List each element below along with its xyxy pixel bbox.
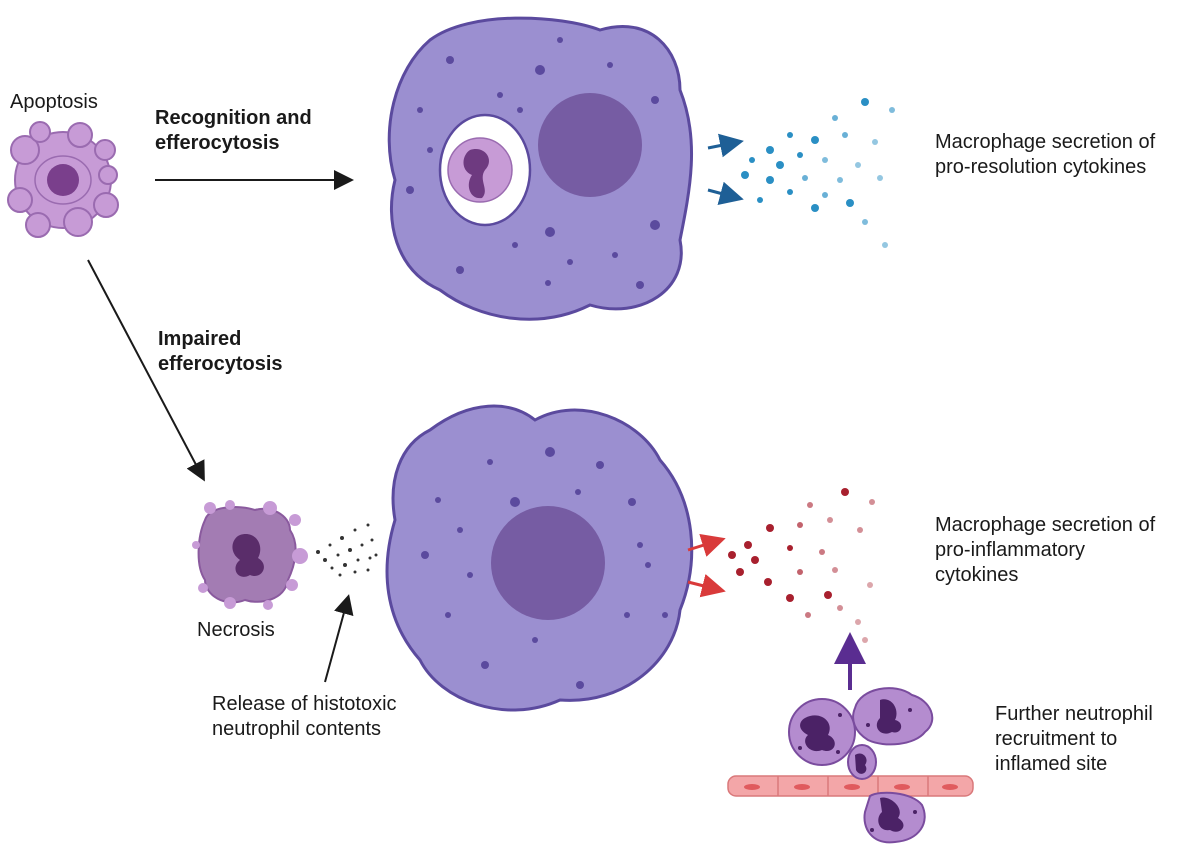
secretion-arrow-blue-1 xyxy=(707,133,744,158)
neutrophil-icon xyxy=(788,698,856,766)
pro-resolution-label: Macrophage secretion of pro-resolution c… xyxy=(935,131,1156,178)
histotoxic-contents-icon xyxy=(316,523,378,577)
pro-inflammatory-label: Macrophage secretion of pro-inflammatory… xyxy=(935,514,1156,586)
macrophage-bottom-icon xyxy=(385,404,694,712)
macrophage-top-icon xyxy=(387,16,693,321)
recognition-efferocytosis-label: Recognition and efferocytosis xyxy=(155,107,312,154)
impaired-efferocytosis-arrow xyxy=(87,259,205,482)
apoptotic-cell-icon xyxy=(7,121,119,238)
pro-inflammatory-cytokines-icon xyxy=(728,488,875,643)
release-label: Release of histotoxic neutrophil content… xyxy=(212,693,397,740)
release-arrow xyxy=(324,594,354,683)
apoptosis-label: Apoptosis xyxy=(10,91,98,113)
secretion-arrow-red-2 xyxy=(687,573,726,598)
secretion-arrow-blue-2 xyxy=(707,181,744,205)
neutrophil-icon xyxy=(852,687,934,746)
necrotic-cell-icon xyxy=(192,500,308,610)
blood-vessel-endothelium-icon xyxy=(727,775,974,797)
recruitment-label: Further neutrophil recruitment to inflam… xyxy=(995,703,1153,775)
impaired-efferocytosis-label: Impaired efferocytosis xyxy=(158,328,283,375)
secretion-arrow-red-1 xyxy=(687,533,726,557)
necrosis-label: Necrosis xyxy=(197,619,275,641)
neutrophil-transmigrating-icon xyxy=(847,744,926,844)
pro-resolution-cytokines-icon xyxy=(741,98,895,248)
